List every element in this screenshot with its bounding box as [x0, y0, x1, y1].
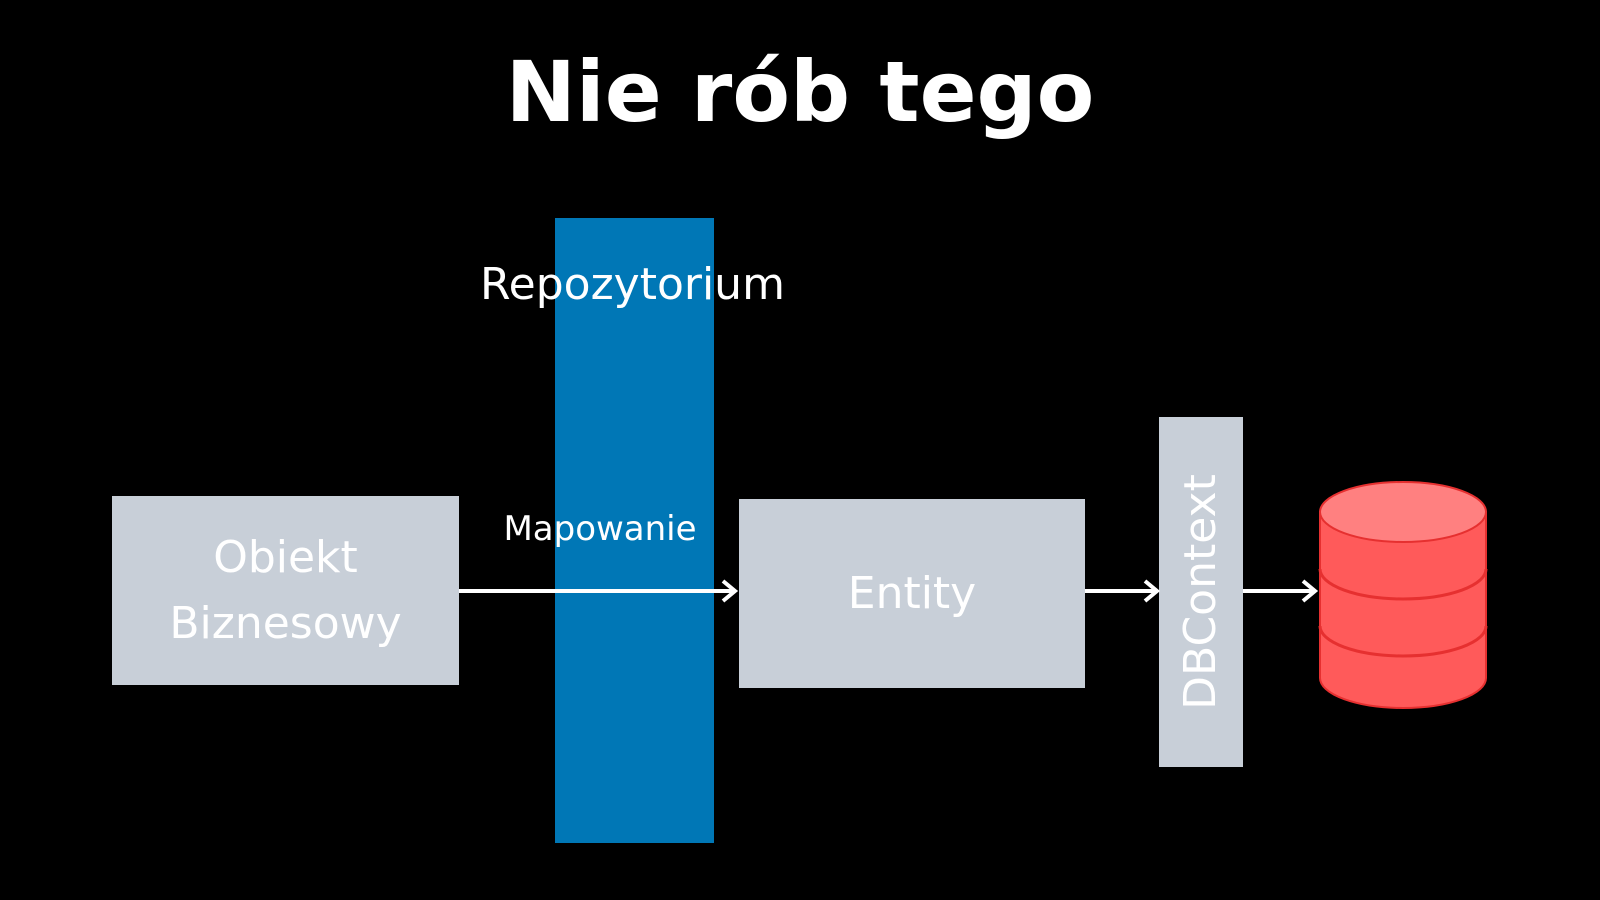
business-object-label-line1: Obiekt — [213, 531, 358, 583]
repository-label: Repozytorium — [480, 259, 785, 310]
dbcontext-box: DBContext — [1159, 417, 1243, 767]
arrow-entity-to-dbcontext — [1085, 579, 1161, 603]
database-icon — [1318, 481, 1488, 709]
arrow-dbcontext-to-database — [1243, 579, 1319, 603]
repository-bar — [555, 218, 714, 843]
business-object-box: Obiekt Biznesowy — [112, 496, 459, 685]
mapping-label: Mapowanie — [503, 509, 697, 549]
entity-label: Entity — [847, 567, 977, 619]
slide-title: Nie rób tego — [505, 43, 1095, 141]
entity-box: Entity — [739, 499, 1085, 688]
business-object-label-line2: Biznesowy — [169, 597, 402, 649]
dbcontext-label: DBContext — [1175, 474, 1226, 710]
